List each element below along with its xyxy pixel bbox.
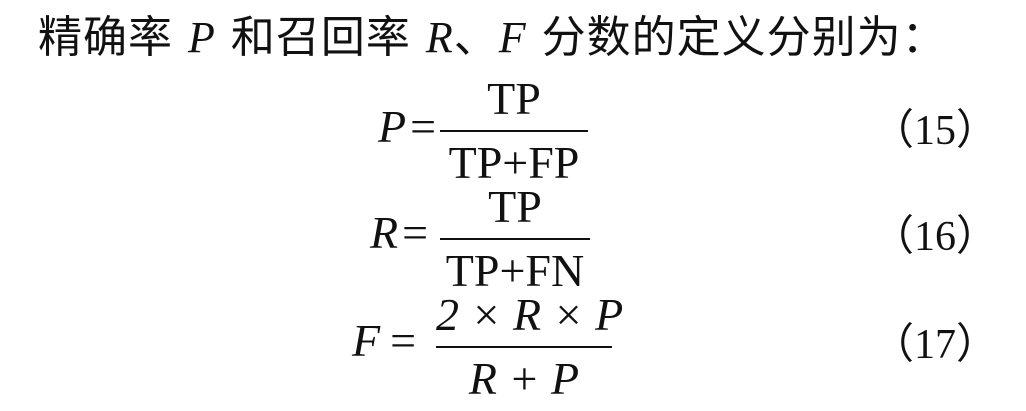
equals-sign: =	[410, 100, 437, 152]
lhs-variable: F	[352, 314, 381, 366]
var-f: F	[498, 13, 527, 62]
denominator: TP+FN	[445, 245, 585, 296]
lhs-variable: P	[378, 100, 407, 152]
fraction-bar	[436, 346, 612, 348]
equation-number: （16）	[871, 214, 998, 260]
equals-sign: =	[402, 206, 429, 258]
equation-recall: R= TP TP+FN （16）	[0, 181, 1026, 296]
intro-sentence: 精确率 P 和召回率 R、F 分数的定义分别为：	[38, 10, 947, 66]
equals-sign: =	[390, 314, 417, 366]
intro-separator: 、	[453, 12, 499, 63]
equation-lhs: P=	[378, 76, 440, 176]
equation-precision: P= TP TP+FP （15）	[0, 73, 1026, 188]
fraction-bar	[440, 130, 588, 132]
var-r: R	[425, 13, 454, 62]
intro-text-precision: 精确率	[38, 12, 173, 63]
denominator: TP+FP	[448, 137, 580, 188]
equation-lhs: R=	[370, 182, 432, 282]
fraction-bar	[440, 238, 590, 240]
equation-f-score: F= 2 × R × P R + P （17）	[0, 289, 1026, 404]
intro-text-definition: 分数的定义分别为：	[541, 12, 947, 63]
equation-lhs: F=	[352, 290, 426, 390]
var-p: P	[188, 13, 216, 62]
numerator: 2 × R × P	[436, 289, 624, 340]
equation-number: （17）	[871, 322, 998, 368]
numerator: TP	[488, 181, 542, 232]
intro-text-recall: 和召回率	[230, 12, 411, 63]
equation-number: （15）	[871, 108, 998, 154]
numerator: TP	[487, 73, 541, 124]
lhs-variable: R	[370, 206, 399, 258]
denominator: R + P	[468, 353, 580, 404]
